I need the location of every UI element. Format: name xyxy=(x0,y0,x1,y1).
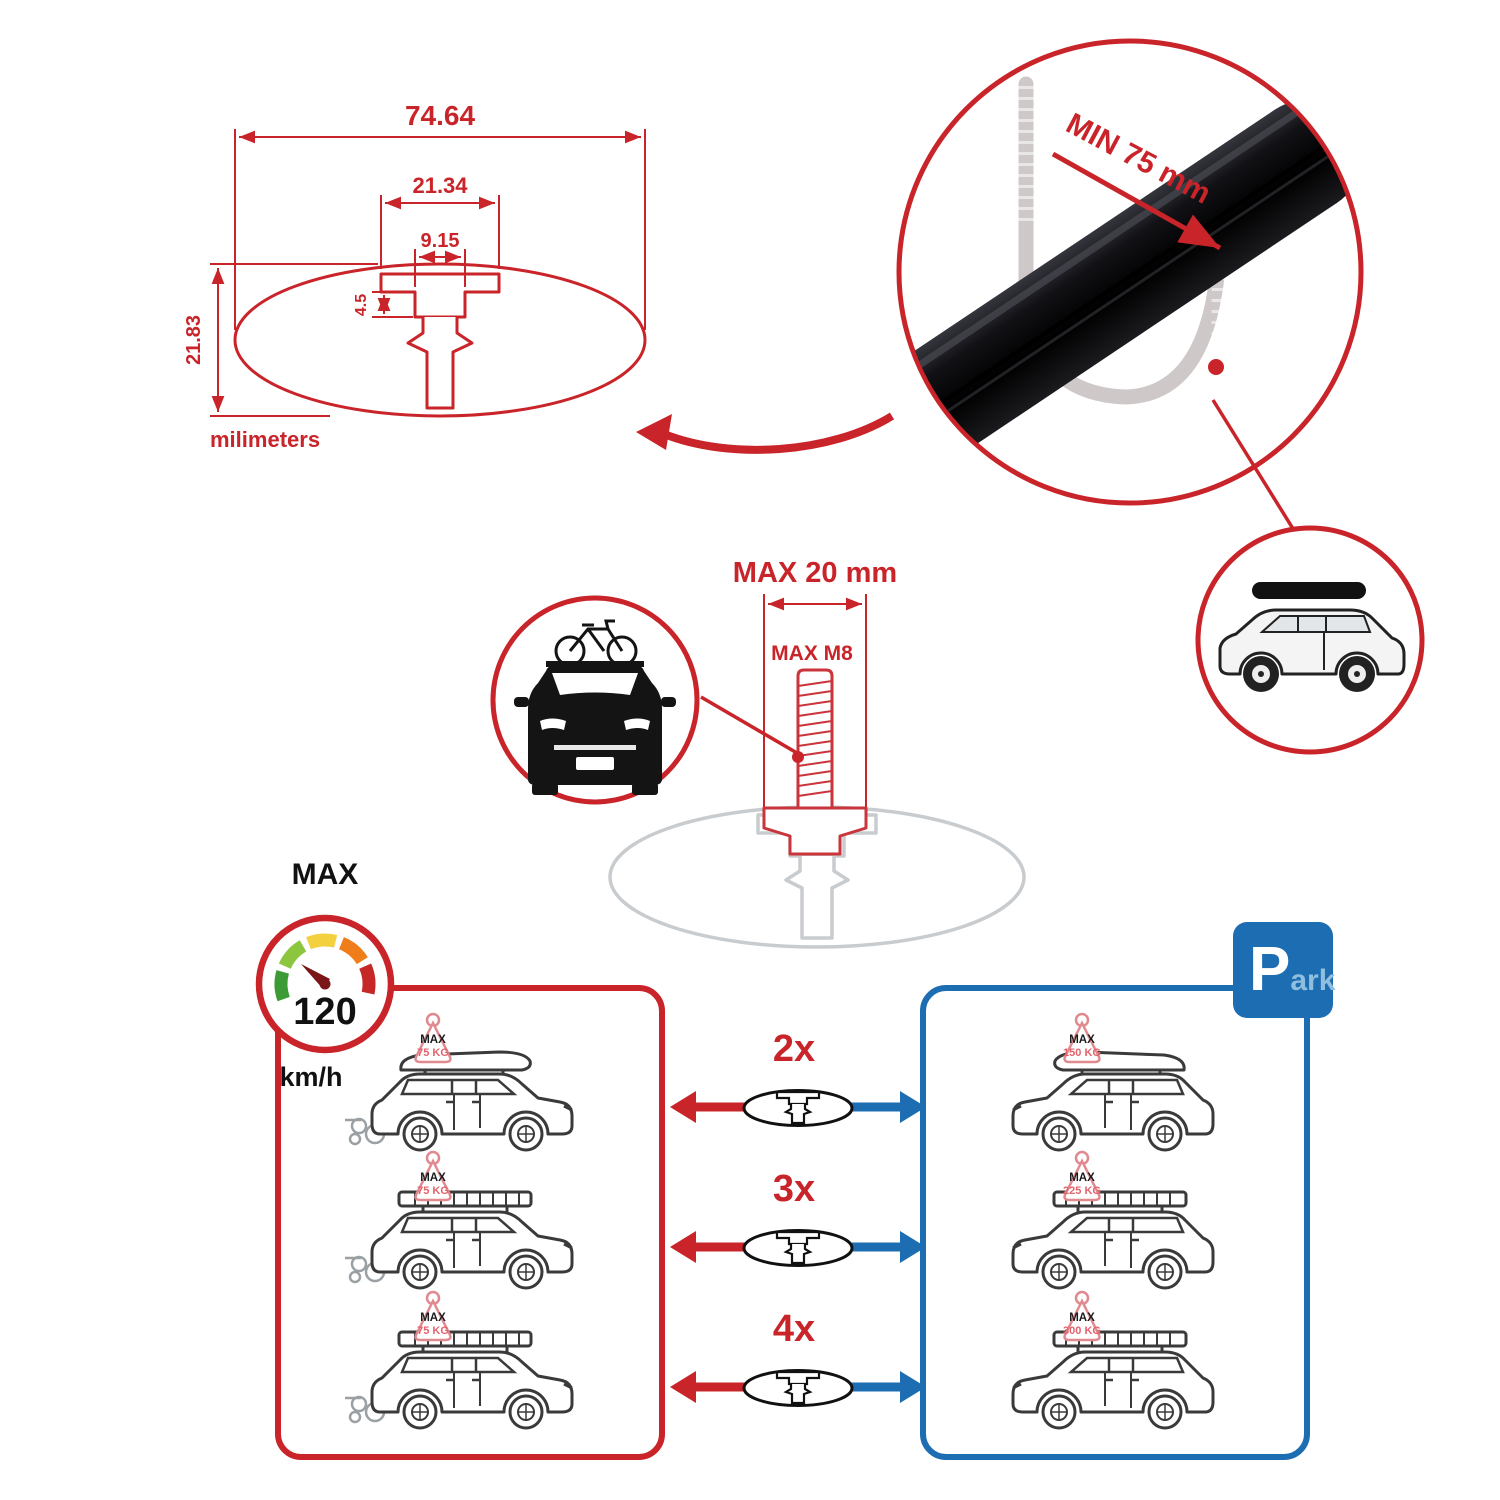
load-tag: MAX 300 KG xyxy=(1063,1290,1101,1342)
crossbar-profile-icon xyxy=(742,1229,854,1267)
car-front-illustration xyxy=(514,661,676,795)
right-arrow xyxy=(900,1231,926,1263)
bolt-dimension-lines xyxy=(763,594,867,810)
car-front-bike-circle xyxy=(490,595,700,805)
gauge-value: 120 xyxy=(293,991,356,1033)
gauge-max-label: MAX xyxy=(291,858,359,891)
driving-car-2: MAX 75 KG xyxy=(345,1150,595,1300)
roof-cargo-box xyxy=(1252,582,1366,599)
dim-lip-depth: 4.5 xyxy=(353,294,370,316)
left-arrow xyxy=(670,1371,696,1403)
svg-text:300 KG: 300 KG xyxy=(1063,1325,1101,1337)
bar-count-4x: 4x xyxy=(772,1308,816,1350)
speed-gauge: MAX 120 km/h xyxy=(245,858,405,1099)
load-tag: MAX 225 KG xyxy=(1063,1150,1101,1202)
gauge-segments xyxy=(274,933,376,1002)
load-tag: MAX 75 KG xyxy=(414,1150,452,1202)
profile-t-slot xyxy=(379,272,501,319)
park-sign-p: P xyxy=(1249,935,1291,1004)
svg-text:150 KG: 150 KG xyxy=(1063,1047,1101,1059)
load-tag: MAX 75 KG xyxy=(414,1290,452,1342)
dim-units-label: milimeters xyxy=(210,427,320,452)
parking-car-3: MAX 300 KG xyxy=(990,1290,1240,1440)
profile-stem xyxy=(406,317,474,410)
svg-text:MAX: MAX xyxy=(1069,1172,1095,1184)
svg-text:75 KG: 75 KG xyxy=(417,1185,449,1197)
svg-text:75 KG: 75 KG xyxy=(417,1047,449,1059)
dim-total-width: 74.64 xyxy=(405,100,475,131)
svg-text:MAX: MAX xyxy=(420,1312,446,1324)
gauge-dial: 120 km/h xyxy=(255,914,395,1092)
min-span-arrow xyxy=(1051,151,1222,251)
park-sign-ark: ark xyxy=(1290,964,1336,997)
driving-car-1: MAX 75 KG xyxy=(345,1012,595,1162)
crossbar-detail-circle: MIN 75 mm xyxy=(896,38,1364,506)
crossbar-profile-icon xyxy=(742,1089,854,1127)
left-arrow xyxy=(670,1091,696,1123)
bolt-dimension-diagram: MAX 20 mm MAX M8 xyxy=(733,557,897,856)
dimension-lines xyxy=(210,129,646,417)
load-tag: MAX 75 KG xyxy=(414,1012,452,1064)
svg-text:75 KG: 75 KG xyxy=(417,1325,449,1337)
arrowhead xyxy=(636,414,672,450)
t-bolt-drawing xyxy=(762,668,868,856)
gauge-unit: km/h xyxy=(279,1062,342,1092)
svg-text:MAX: MAX xyxy=(1069,1034,1095,1046)
driving-car-3: MAX 75 KG xyxy=(345,1290,595,1440)
bar-count-3x: 3x xyxy=(772,1168,816,1210)
bar-row-4x xyxy=(670,1369,926,1407)
profile-dimension-diagram: 74.64 21.34 9.15 4.5 21.83 milimeters xyxy=(183,100,647,452)
crossbar-render xyxy=(901,88,1359,471)
clamp-point-dot xyxy=(1208,359,1224,375)
suv-illustration xyxy=(1218,582,1406,692)
crossbar-profile-icon xyxy=(742,1369,854,1407)
left-arrow xyxy=(670,1231,696,1263)
parking-car-2: MAX 225 KG xyxy=(990,1150,1240,1300)
bolt-max-width-label: MAX 20 mm xyxy=(733,557,897,589)
bar-to-diagram-arrow xyxy=(636,412,895,454)
right-arrow xyxy=(900,1091,926,1123)
profile-ellipse xyxy=(233,262,647,418)
suv-roofbox-circle xyxy=(1195,525,1425,755)
dim-channel-outer: 21.34 xyxy=(412,173,468,198)
right-arrow xyxy=(900,1371,926,1403)
leader-dot xyxy=(792,751,804,763)
dim-height: 21.83 xyxy=(183,315,205,365)
bolt-leader-line xyxy=(700,695,798,755)
bolt-max-thread-label: MAX M8 xyxy=(771,642,853,665)
park-sign: P ark xyxy=(1233,922,1336,1018)
svg-text:MAX: MAX xyxy=(420,1172,446,1184)
bar-row-3x xyxy=(670,1229,926,1267)
circle-connector-line xyxy=(1211,399,1302,541)
dim-channel-inner: 9.15 xyxy=(421,230,460,252)
svg-text:MAX: MAX xyxy=(420,1034,446,1046)
parking-car-1: MAX 150 KG xyxy=(990,1012,1240,1162)
svg-text:225 KG: 225 KG xyxy=(1063,1185,1101,1197)
bar-row-2x xyxy=(670,1089,926,1127)
svg-text:MAX: MAX xyxy=(1069,1312,1095,1324)
load-tag: MAX 150 KG xyxy=(1063,1012,1101,1064)
bar-count-2x: 2x xyxy=(772,1028,816,1070)
